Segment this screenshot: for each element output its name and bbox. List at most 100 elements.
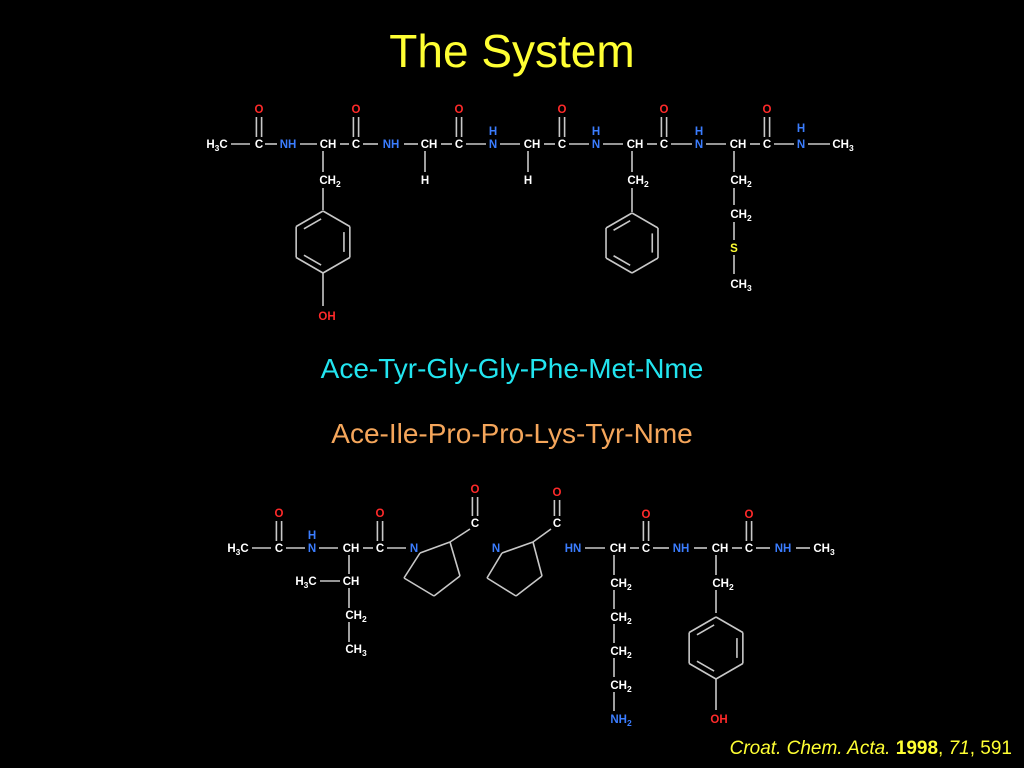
atom-label-c: C bbox=[376, 543, 384, 555]
bond-91 bbox=[403, 552, 421, 579]
atom-label-nh: NH bbox=[280, 139, 297, 151]
atom-label-ch: CH bbox=[627, 139, 644, 151]
atom-label-ch: CH bbox=[343, 576, 360, 588]
bond-34 bbox=[322, 210, 351, 228]
atom-label-o: O bbox=[455, 104, 464, 116]
atom-label-ch: CH bbox=[524, 139, 541, 151]
bond-98 bbox=[532, 528, 552, 543]
atom-label-h: H bbox=[695, 126, 703, 138]
bond-95 bbox=[515, 575, 543, 597]
slide-title: The System bbox=[389, 25, 635, 77]
atom-label-o: O bbox=[352, 104, 361, 116]
atom-label-ch2: CH2 bbox=[610, 578, 632, 592]
atom-label-c: C bbox=[763, 139, 771, 151]
atom-label-ch2: CH2 bbox=[345, 610, 367, 624]
bond-113 bbox=[696, 660, 715, 672]
atom-label-oh: OH bbox=[710, 714, 727, 726]
atom-label-o: O bbox=[745, 509, 754, 521]
atom-label-o: O bbox=[558, 104, 567, 116]
atom-label-n: N bbox=[592, 139, 600, 151]
atom-label-oh: OH bbox=[318, 311, 335, 323]
atom-label-h: H bbox=[524, 175, 532, 187]
atom-label-c: C bbox=[255, 139, 263, 151]
atom-label-o: O bbox=[255, 104, 264, 116]
atom-label-c: C bbox=[352, 139, 360, 151]
atom-label-c: C bbox=[471, 518, 479, 530]
bond-88 bbox=[449, 541, 461, 577]
atom-label-n: N bbox=[308, 543, 316, 555]
atom-label-n: N bbox=[797, 139, 805, 151]
atom-label-h3c: H3C bbox=[227, 543, 248, 557]
atom-label-nh: NH bbox=[673, 543, 690, 555]
atom-label-ch3: CH3 bbox=[832, 139, 854, 153]
atom-label-ch3: CH3 bbox=[813, 543, 835, 557]
atom-label-ch2: CH2 bbox=[712, 578, 734, 592]
bond-111 bbox=[688, 616, 717, 634]
atom-label-c: C bbox=[660, 139, 668, 151]
atom-label-h3c: H3C bbox=[206, 139, 227, 153]
atom-label-c: C bbox=[558, 139, 566, 151]
citation: Croat. Chem. Acta. 1998, 71, 591 bbox=[729, 738, 1012, 759]
atom-label-n: N bbox=[410, 543, 418, 555]
bond-114 bbox=[696, 624, 715, 636]
atom-label-ch3: CH3 bbox=[730, 279, 752, 293]
bond-41 bbox=[303, 254, 322, 266]
atom-label-h: H bbox=[592, 126, 600, 138]
citation-year: 1998 bbox=[895, 738, 939, 759]
atom-label-o: O bbox=[763, 104, 772, 116]
atom-label-ch: CH bbox=[320, 139, 337, 151]
atom-label-nh: NH bbox=[775, 543, 792, 555]
atom-label-nh2: NH2 bbox=[610, 714, 632, 728]
bond-94 bbox=[532, 541, 543, 577]
atom-label-o: O bbox=[642, 509, 651, 521]
bond-39 bbox=[295, 210, 324, 228]
bond-36 bbox=[322, 256, 351, 274]
atom-label-ch: CH bbox=[610, 543, 627, 555]
atom-label-ch: CH bbox=[730, 139, 747, 151]
atom-label-nh: NH bbox=[383, 139, 400, 151]
atom-label-c: C bbox=[745, 543, 753, 555]
citation-journal: Croat. Chem. Acta. bbox=[729, 738, 891, 759]
atom-label-h: H bbox=[421, 175, 429, 187]
atom-label-ch2: CH2 bbox=[730, 209, 752, 223]
atom-label-h: H bbox=[308, 530, 316, 542]
atom-label-ch: CH bbox=[421, 139, 438, 151]
atom-label-c: C bbox=[553, 518, 561, 530]
atom-label-n: N bbox=[489, 139, 497, 151]
atom-label-s: S bbox=[730, 243, 738, 255]
atom-label-h3c: H3C bbox=[295, 576, 316, 590]
atom-label-ch2: CH2 bbox=[319, 175, 341, 189]
atom-label-c: C bbox=[275, 543, 283, 555]
peptide-sequence-2: Ace-Ile-Pro-Pro-Lys-Tyr-Nme bbox=[331, 418, 693, 449]
citation-volume: 71 bbox=[948, 738, 970, 759]
atom-label-o: O bbox=[376, 508, 385, 520]
citation-page: 591 bbox=[980, 738, 1012, 759]
peptide-sequence-1: Ace-Tyr-Gly-Gly-Phe-Met-Nme bbox=[320, 353, 704, 384]
bond-106 bbox=[715, 616, 744, 634]
bond-109 bbox=[688, 662, 717, 680]
bond-87 bbox=[419, 541, 451, 554]
atom-label-n: N bbox=[695, 139, 703, 151]
atom-label-c: C bbox=[642, 543, 650, 555]
bond-90 bbox=[403, 577, 435, 597]
atom-label-ch2: CH2 bbox=[610, 646, 632, 660]
atom-label-o: O bbox=[275, 508, 284, 520]
atom-label-o: O bbox=[553, 487, 562, 499]
atom-label-ch: CH bbox=[712, 543, 729, 555]
bond-54 bbox=[613, 219, 631, 231]
bond-51 bbox=[605, 212, 633, 229]
bond-97 bbox=[486, 552, 503, 579]
bond-89 bbox=[433, 575, 461, 597]
bond-49 bbox=[605, 257, 633, 274]
atom-label-c: C bbox=[455, 139, 463, 151]
atom-label-ch2: CH2 bbox=[610, 680, 632, 694]
bond-46 bbox=[631, 212, 659, 229]
bond-42 bbox=[303, 218, 322, 230]
atom-label-h: H bbox=[797, 123, 805, 135]
bond-108 bbox=[715, 662, 744, 680]
bond-96 bbox=[486, 577, 517, 597]
atom-label-ch2: CH2 bbox=[730, 175, 752, 189]
bond-37 bbox=[295, 256, 324, 274]
atom-label-n: N bbox=[492, 543, 500, 555]
